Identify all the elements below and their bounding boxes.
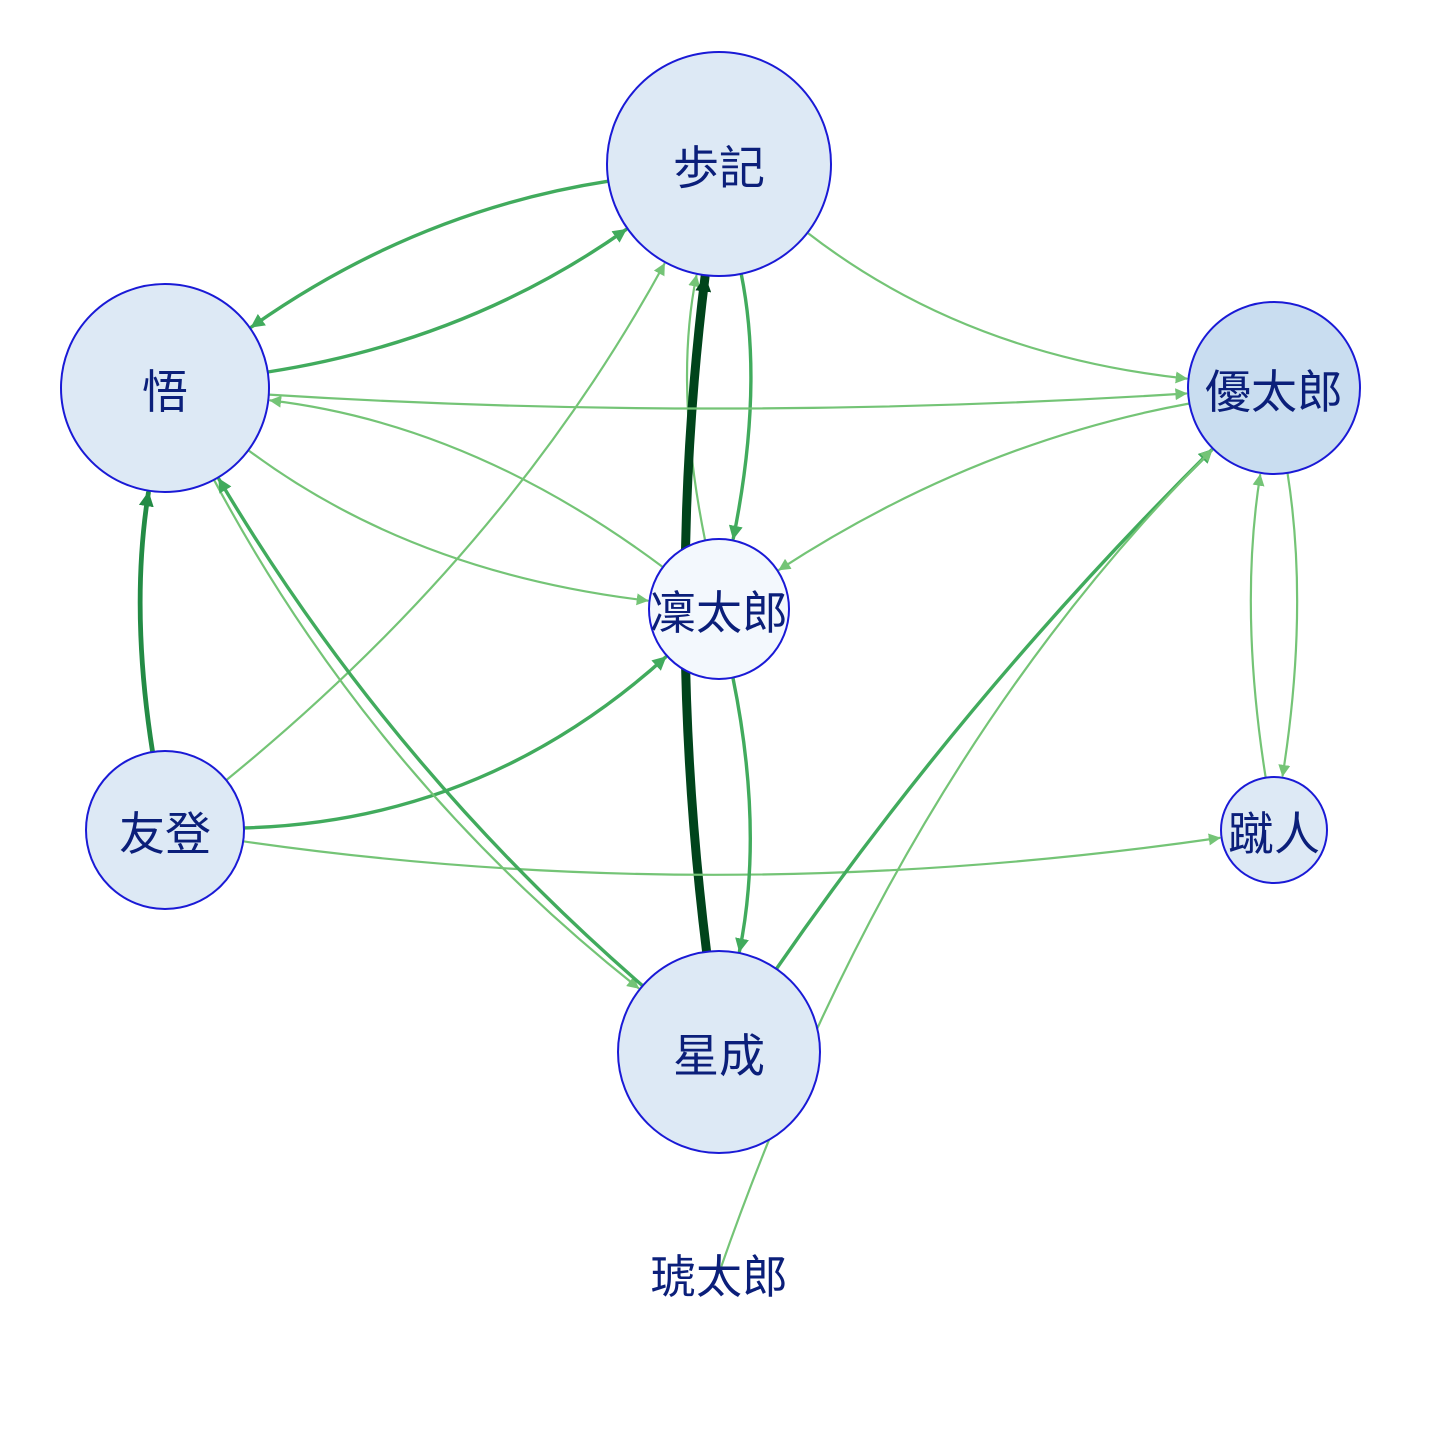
node-ayuki: 歩記 <box>606 51 832 277</box>
node-label-rintaro: 凜太郎 <box>650 586 788 640</box>
edge-rintaro-to-ayuki <box>685 274 707 542</box>
node-circle-sei <box>617 950 821 1154</box>
edge-tomo-to-satoru <box>137 490 155 755</box>
node-label-satoru: 悟 <box>142 365 188 419</box>
edge-yutaro-to-shuto <box>1278 471 1299 777</box>
node-label-tomo: 友登 <box>119 807 211 861</box>
node-label-kotaro: 琥太郎 <box>650 1250 788 1304</box>
edge-ayuki-to-rintaro <box>728 272 753 541</box>
edge-sei-to-yutaro <box>774 448 1214 971</box>
edge-shuto-to-yutaro <box>1249 473 1267 779</box>
node-rintaro: 凜太郎 <box>648 538 790 680</box>
node-satoru: 悟 <box>60 283 270 493</box>
node-yutaro: 優太郎 <box>1187 301 1361 475</box>
edge-tomo-to-rintaro <box>242 655 668 830</box>
node-circle-rintaro <box>648 538 790 680</box>
edge-satoru-to-sei <box>212 478 640 990</box>
edge-ayuki-to-yutaro <box>806 231 1188 384</box>
node-label-yutaro: 優太郎 <box>1205 365 1343 419</box>
node-label-sei: 星成 <box>673 1029 765 1083</box>
edge-satoru-to-ayuki <box>266 228 628 374</box>
node-circle-tomo <box>85 750 245 910</box>
edge-tomo-to-shuto <box>242 833 1221 876</box>
node-shuto: 蹴人 <box>1220 776 1328 884</box>
node-circle-yutaro <box>1187 301 1361 475</box>
edge-rintaro-to-sei <box>731 675 752 953</box>
edge-satoru-to-rintaro <box>247 449 649 606</box>
node-tomo: 友登 <box>85 750 245 910</box>
node-circle-shuto <box>1220 776 1328 884</box>
node-sei: 星成 <box>617 950 821 1154</box>
edge-kotaro-to-yutaro <box>717 449 1213 1275</box>
edge-tomo-to-ayuki <box>225 262 666 782</box>
edge-yutaro-to-rintaro <box>778 402 1191 571</box>
edge-rintaro-to-satoru <box>269 395 664 569</box>
node-kotaro: 琥太郎 <box>650 1250 788 1304</box>
node-circle-ayuki <box>606 51 832 277</box>
edge-sei-to-satoru <box>217 477 645 988</box>
node-label-shuto: 蹴人 <box>1228 807 1320 861</box>
node-label-ayuki: 歩記 <box>673 141 765 195</box>
edge-ayuki-to-satoru <box>249 179 610 329</box>
edge-satoru-to-yutaro <box>267 388 1188 410</box>
node-circle-satoru <box>60 283 270 493</box>
